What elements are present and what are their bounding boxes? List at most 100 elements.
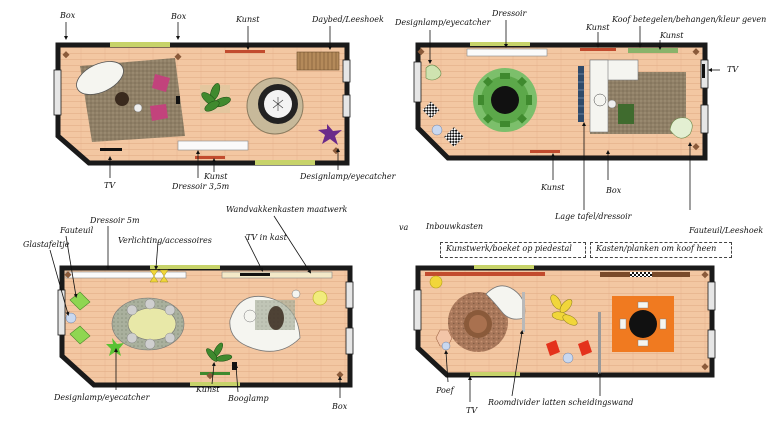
plan-3-window-right	[345, 281, 354, 309]
plan-4-yellow-lamp	[429, 275, 443, 289]
plan-2-checker-rug-2	[444, 127, 464, 147]
plan-3-coffee-table	[268, 306, 284, 330]
plan-4-flower	[550, 294, 578, 326]
plan-4-dining-table-top	[469, 315, 487, 333]
plan-1-pouf	[133, 103, 143, 113]
plan-1-pink-chair-1	[152, 74, 170, 92]
plan-2-lage-tafel-label: Lage tafel/dressoir	[555, 212, 632, 221]
plan-3-art	[200, 372, 230, 375]
plan-2-coffee-table	[618, 104, 634, 124]
plan-3-lamp	[312, 290, 328, 306]
plan-1-dressoir-label: Dressoir 3,5m	[172, 182, 230, 191]
plan-4-inbouwkasten-label: Inbouwkasten	[426, 222, 484, 231]
plan-2-tv	[702, 64, 705, 78]
plan-2-art-bottom	[530, 150, 560, 153]
plan-2-fauteuil	[669, 117, 693, 139]
plan-3-dressoir-label: Dressoir 5m	[90, 216, 140, 225]
plan-4-callout-box-2	[590, 242, 732, 258]
plan-1-art-top	[225, 50, 265, 53]
plan-4-slats	[598, 312, 601, 374]
plan-1	[53, 22, 351, 178]
plan-4-box-1	[701, 271, 709, 279]
plan-1-kunst-bottom-label: Kunst	[204, 172, 228, 181]
plan-2-window-top	[470, 42, 530, 46]
plan-2-fauteuil-label: Fauteuil/Leeshoek	[689, 226, 764, 235]
plan-3-window-left	[57, 289, 66, 336]
plan-4-pouf	[562, 352, 574, 364]
plan-4-window-bottom	[470, 372, 520, 376]
plan-4-window-left	[413, 289, 422, 331]
plan-1-sofa	[76, 61, 124, 95]
plan-3-booglamp-label: Booglamp	[228, 394, 269, 403]
plan-1-pink-chair-2	[150, 104, 168, 121]
plan-1-daybed	[296, 51, 340, 71]
plan-3-wandvakken-label: Wandvakkenkasten maatwerk	[226, 205, 348, 214]
plan-1-dining-table-decor	[272, 97, 284, 111]
plan-1-designlamp-label: Designlamp/eyecatcher	[300, 172, 396, 181]
plan-4-window-right-2	[707, 329, 716, 359]
plan-2-checker-rug-1	[422, 101, 440, 119]
plan-3-wall-cabinets	[221, 271, 333, 279]
plan-3-window-bottom	[190, 382, 240, 386]
plan-1-daybed-label: Daybed/Leeshoek	[312, 15, 384, 24]
plan-2-window-right-2	[700, 104, 709, 134]
plan-3-box-3	[206, 372, 214, 380]
plan-4-built-in-1	[425, 272, 545, 276]
plan-3-plant	[206, 342, 233, 362]
plan-3-chairs	[126, 298, 176, 350]
plan-4-dining-table-2	[629, 310, 657, 338]
plan-2-lage-tafel-slats	[578, 73, 584, 115]
plan-3-pouf-2	[291, 289, 301, 299]
plan-3-dressoir	[65, 271, 187, 279]
plan-3-box-label: Box	[332, 402, 348, 411]
plan-4-va-label: va	[399, 223, 409, 232]
plan-1-window-top	[110, 42, 170, 47]
plan-1-box-mid	[174, 53, 182, 61]
plan-4-kunstwerk-label: Kunstwerk/boeket op piedestal	[446, 244, 572, 253]
plan-3-pouf	[243, 309, 257, 323]
plan-2-box-label: Box	[606, 186, 622, 195]
plan-1-window-bottom	[255, 160, 315, 165]
plan-3-window-right-2	[345, 327, 354, 355]
plan-4-chairs-2	[619, 301, 667, 347]
plan-3-designlamp-label: Designlamp/eyecatcher	[54, 393, 150, 402]
plan-1-arrows	[64, 22, 340, 178]
plan-3-tv	[240, 273, 270, 276]
plan-3	[49, 215, 354, 398]
plan-4-box-2	[701, 363, 709, 371]
plan-2-pouf	[607, 99, 617, 109]
plan-2-koof-label: Koof betegelen/behangen/kleur geven	[612, 15, 767, 24]
plan-4-arrows	[444, 330, 602, 402]
plan-2-box-1	[417, 48, 425, 56]
plan-2-art-top	[580, 48, 616, 51]
plan-1-dressoir	[177, 140, 249, 151]
plan-4-red-chair-1	[546, 340, 560, 356]
plan-2-box-2	[692, 48, 700, 56]
plan-4-window-right	[707, 281, 716, 311]
plan-2-lage-tafel	[578, 66, 584, 122]
plan-3-window-top	[150, 265, 220, 269]
plan-2-kunst-top-label: Kunst	[586, 23, 610, 32]
plan-4-shelves	[630, 272, 652, 277]
plan-4-glass-ball	[441, 341, 451, 351]
plan-3-fauteuil-label: Fauteuil	[60, 226, 94, 235]
plan-4-window-top	[474, 265, 534, 269]
plan-3-accessories	[149, 269, 169, 283]
plan-1-plant	[201, 83, 231, 112]
plan-1-coffee-table	[115, 92, 129, 106]
plan-3-verlichting-label: Verlichting/accessoires	[118, 236, 212, 245]
plan-4-tv-label: TV	[466, 406, 478, 415]
plan-2-dining-table	[491, 86, 519, 114]
plan-3-kunst-label: Kunst	[196, 385, 220, 394]
plan-1-daybed-slats	[299, 52, 337, 70]
plan-1-window-right	[342, 59, 351, 83]
plan-1-kunst-top-label: Kunst	[236, 15, 260, 24]
plan-1-tv	[100, 148, 122, 151]
plan-3-tv-kast-label: TV in kast	[246, 233, 287, 242]
plan-2	[413, 20, 720, 210]
plan-3-designlamp	[106, 338, 124, 356]
plan-2-glass-ball	[431, 124, 443, 136]
plan-2-sofa-side	[589, 59, 609, 133]
